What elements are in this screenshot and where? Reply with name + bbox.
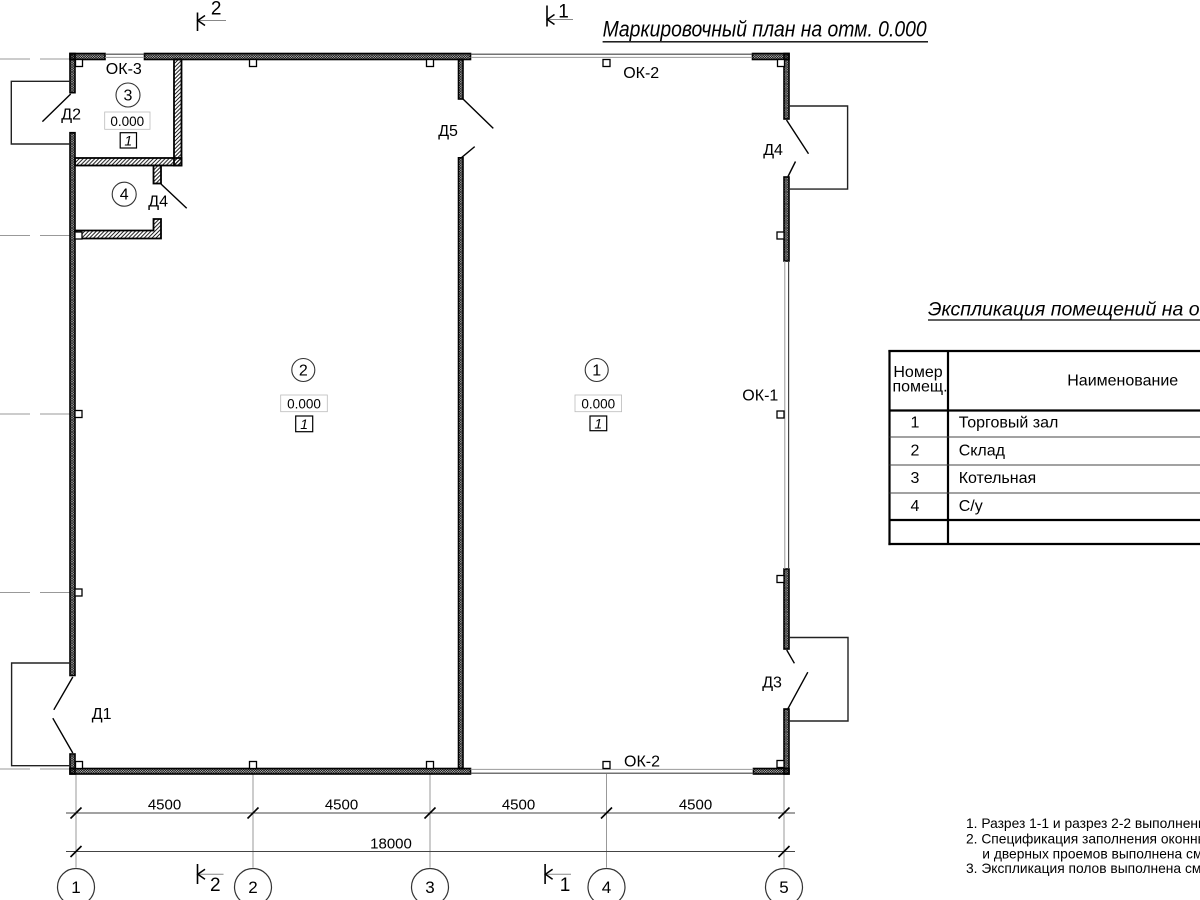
svg-text:2: 2 [911,443,920,460]
svg-text:Д2: Д2 [61,107,81,124]
svg-text:Наименование: Наименование [1067,373,1178,390]
svg-text:1: 1 [300,416,308,432]
svg-text:0.000: 0.000 [287,397,321,412]
svg-text:Д1: Д1 [92,706,112,723]
svg-text:3: 3 [124,88,133,105]
svg-text:Котельная: Котельная [959,470,1036,487]
svg-text:1: 1 [592,363,601,380]
svg-text:1: 1 [911,415,920,432]
svg-text:Маркировочный план на отм. 0.0: Маркировочный план на отм. 0.000 [603,17,928,42]
svg-text:2: 2 [210,875,221,896]
svg-text:Д4: Д4 [148,194,168,211]
svg-text:1: 1 [594,416,602,432]
svg-text:2. Спецификация заполнения око: 2. Спецификация заполнения оконных [966,832,1200,847]
svg-text:Номер: Номер [893,364,942,381]
svg-text:ОК-2: ОК-2 [623,65,659,82]
svg-text:1. Разрез 1-1 и разрез 2-2 вып: 1. Разрез 1-1 и разрез 2-2 выполнены на … [966,816,1200,831]
svg-text:1: 1 [71,878,80,897]
svg-text:1: 1 [124,133,132,149]
svg-text:помещ.: помещ. [892,379,947,396]
svg-text:ОК-1: ОК-1 [742,388,778,405]
svg-text:и дверных проемов выполнена см: и дверных проемов выполнена см. лист 3 [982,847,1200,862]
svg-text:3: 3 [911,470,920,487]
svg-text:1: 1 [558,2,569,23]
svg-text:Экспликация помещений на отм.: Экспликация помещений на отм. 0.000 [928,299,1200,321]
svg-text:2: 2 [299,363,308,380]
svg-text:5: 5 [779,878,788,897]
svg-text:4500: 4500 [148,797,181,814]
svg-text:Д3: Д3 [762,675,782,692]
svg-text:3. Экспликация полов выполнена: 3. Экспликация полов выполнена см. лист … [966,861,1200,876]
svg-text:0.000: 0.000 [581,397,615,412]
svg-text:1: 1 [560,875,571,896]
svg-text:ОК-3: ОК-3 [106,61,142,78]
svg-text:2: 2 [248,878,257,897]
svg-text:2: 2 [211,0,222,20]
svg-text:4: 4 [120,187,129,204]
svg-text:4: 4 [602,878,611,897]
svg-text:С/у: С/у [959,498,983,515]
svg-text:Склад: Склад [959,443,1006,460]
svg-text:3: 3 [425,878,434,897]
svg-text:18000: 18000 [370,836,412,853]
svg-text:4500: 4500 [325,797,358,814]
svg-text:0.000: 0.000 [110,114,144,129]
svg-text:Торговый зал: Торговый зал [959,415,1059,432]
svg-text:ОК-2: ОК-2 [624,754,660,771]
svg-text:4500: 4500 [502,797,535,814]
svg-text:Д5: Д5 [438,123,458,140]
svg-text:4500: 4500 [679,797,712,814]
svg-text:Д4: Д4 [763,142,783,159]
svg-text:4: 4 [911,498,920,515]
